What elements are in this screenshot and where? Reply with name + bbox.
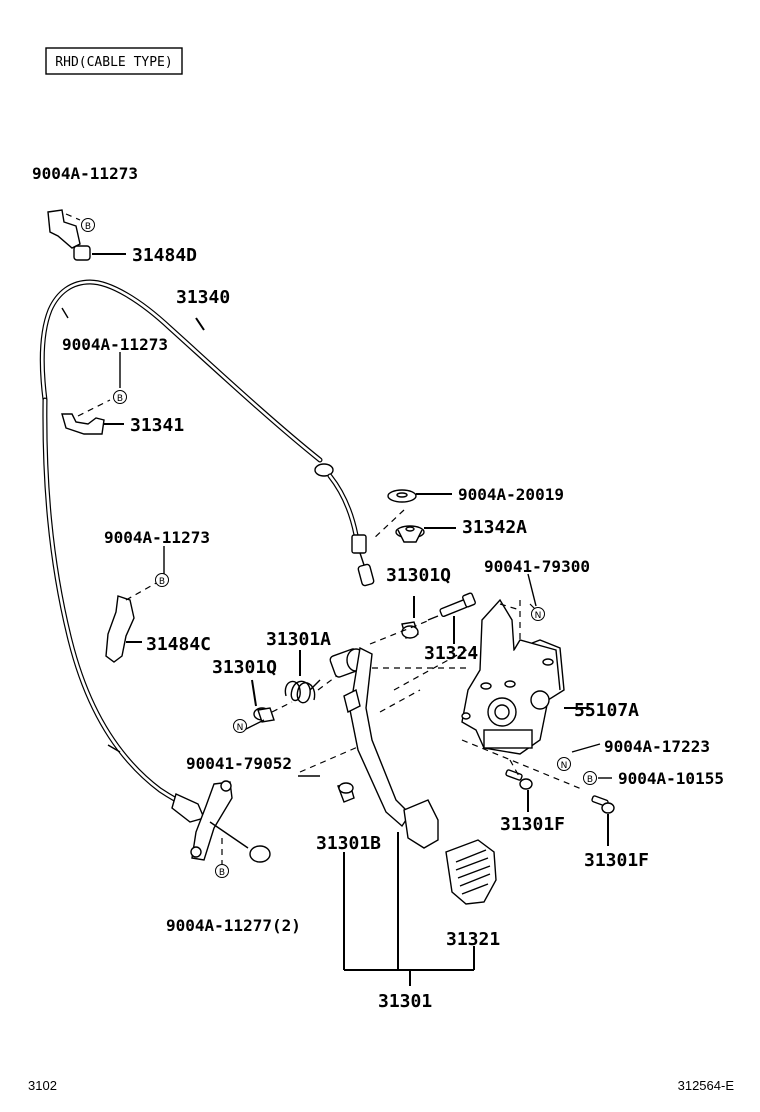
svg-text:N: N [535,611,542,621]
label-31340: 31340 [176,287,230,308]
label-9004a-11277: 9004A-11277(2) [166,916,301,935]
label-90041-79300: 90041-79300 [484,557,590,576]
label-9004a-11273-a: 9004A-11273 [32,164,138,183]
pedal-bracket-55107a [461,598,590,755]
svg-text:N: N [237,723,244,733]
bolt-31324 [427,592,476,644]
marker-n-2: N [233,719,247,733]
bolt-31301f-a [505,769,533,812]
marker-b-2: B [113,390,127,404]
stopper-31301b [337,782,355,803]
label-9004a-20019: 9004A-20019 [458,485,564,504]
svg-text:B: B [85,222,91,232]
label-9004a-10155: 9004A-10155 [618,769,724,788]
label-31301a: 31301A [266,629,331,650]
svg-text:B: B [587,775,593,785]
label-31301b: 31301B [316,833,381,854]
clutch-fork-end [171,780,271,864]
label-9004a-17223: 9004A-17223 [604,737,710,756]
label-31321: 31321 [446,929,500,950]
svg-text:B: B [219,868,225,878]
label-31484c: 31484C [146,634,211,655]
return-spring-31301a [284,650,321,704]
label-55107a: 55107A [574,700,639,721]
label-31301: 31301 [378,991,432,1012]
label-31342a: 31342A [462,517,527,538]
marker-b-4: B [215,864,229,878]
label-9004a-11273-b: 9004A-11273 [62,335,168,354]
nut-9004a-17223 [571,743,601,753]
pedal-pad-31321 [445,839,497,905]
marker-n-1: N [531,607,545,621]
clutch-cable [39,279,375,813]
marker-b-5: B [583,771,597,785]
footer-left-code: 3102 [28,1078,57,1093]
label-31301q-lower: 31301Q [212,657,277,678]
marker-n-3: N [557,757,571,771]
footer-right-code: 312564-E [678,1078,735,1093]
label-9004a-11273-c: 9004A-11273 [104,528,210,547]
label-31301q-upper: 31301Q [386,565,451,586]
svg-text:B: B [117,394,123,404]
clutch-pedal-arm [329,646,439,849]
bolt-31301f-b [591,795,615,846]
svg-text:B: B [159,577,165,587]
bushing-31301q-lower [251,679,293,723]
label-31341: 31341 [130,415,184,436]
clip-31341 [61,399,124,435]
bushing-31301q-upper [401,596,419,639]
header-box-text: RHD(CABLE TYPE) [55,55,172,70]
clip-31484d [47,209,126,261]
label-31301f-a: 31301F [500,814,565,835]
label-90041-79052: 90041-79052 [186,754,292,773]
label-31301f-b: 31301F [584,850,649,871]
label-31484d: 31484D [132,245,197,266]
assembly-bracket [343,832,475,986]
marker-b-1: B [81,218,95,232]
label-31324: 31324 [424,643,478,664]
header-box: RHD(CABLE TYPE) [45,47,183,75]
bracket-31484c [105,581,159,663]
marker-b-3: B [155,573,169,587]
washer-9004a-20019 [387,489,452,503]
bushing-31342a [371,509,456,543]
svg-text:N: N [561,761,568,771]
